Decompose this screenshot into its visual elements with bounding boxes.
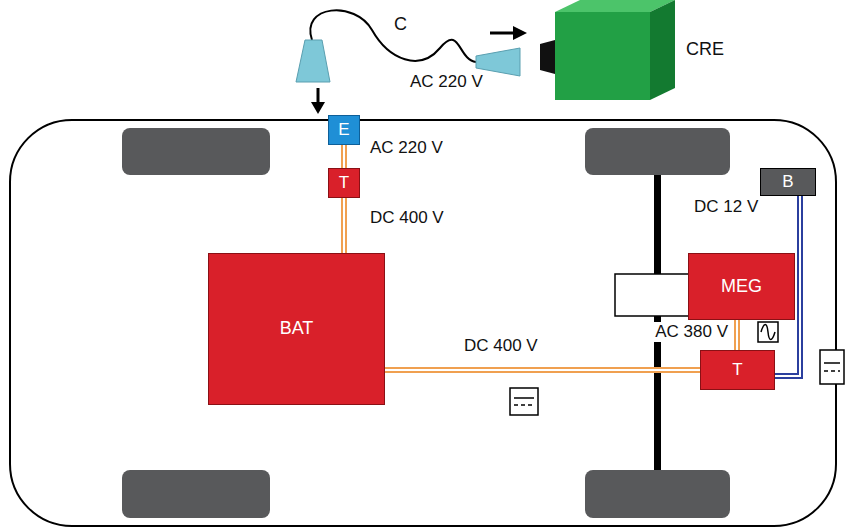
converter-box: T xyxy=(328,168,360,198)
battery-box: BAT xyxy=(208,253,385,405)
wire-inner xyxy=(343,198,345,253)
cable-name: C xyxy=(392,14,409,35)
station-label: CRE xyxy=(686,40,724,60)
wire-outer xyxy=(734,320,740,350)
voltage-label: AC 220 V xyxy=(368,138,445,158)
voltage-label: AC 220 V xyxy=(408,72,485,92)
wire-outer xyxy=(341,145,347,168)
wire-outer xyxy=(385,367,700,373)
wheel xyxy=(585,128,730,175)
arrow xyxy=(311,102,325,114)
wire xyxy=(737,320,738,350)
box-label: BAT xyxy=(280,319,314,339)
wire xyxy=(344,145,345,168)
charging-station: CRE xyxy=(540,0,680,100)
battery-12v-box: B xyxy=(760,168,816,196)
box-label: T xyxy=(339,174,349,193)
box-label: B xyxy=(782,173,793,192)
box-label: MEG xyxy=(721,277,762,297)
voltage-label: DC 400 V xyxy=(462,336,540,356)
wire-inner xyxy=(736,320,738,350)
dc-symbol xyxy=(510,388,538,415)
motor-generator-box: MEG xyxy=(688,253,795,320)
box-label: T xyxy=(732,361,742,380)
wheel xyxy=(585,470,730,518)
arrow xyxy=(513,26,527,40)
charging-cable xyxy=(310,10,476,62)
car-body xyxy=(10,120,836,526)
inverter-box: T xyxy=(700,350,775,390)
arrow xyxy=(317,88,320,104)
wire-inner xyxy=(343,145,345,168)
wire xyxy=(344,198,345,253)
wheel xyxy=(122,470,270,518)
voltage-label: DC 400 V xyxy=(368,208,446,228)
inlet-box: E xyxy=(328,115,360,145)
plug xyxy=(296,40,330,82)
dc-symbol xyxy=(820,350,844,384)
box-label: E xyxy=(338,121,349,140)
wire xyxy=(385,370,700,371)
wire-outer xyxy=(341,198,347,253)
ac-symbol xyxy=(758,322,778,342)
wheel xyxy=(122,128,270,175)
wire-inner xyxy=(385,369,700,371)
voltage-label: DC 12 V xyxy=(692,197,760,217)
voltage-label: AC 380 V xyxy=(653,322,730,342)
charging-station-shape xyxy=(540,0,680,100)
arrow xyxy=(490,32,515,35)
gear-coupling xyxy=(615,274,690,316)
